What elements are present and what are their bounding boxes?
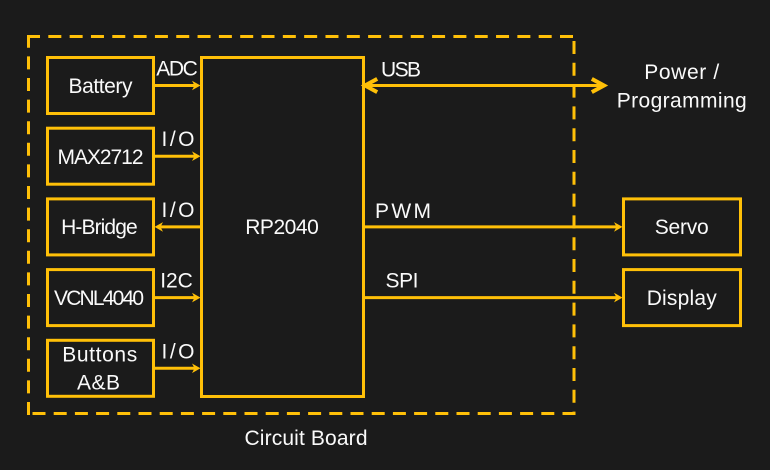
svg-text:A&B: A&B <box>77 372 120 395</box>
svg-text:USB: USB <box>381 58 421 81</box>
svg-text:Programming: Programming <box>617 89 747 112</box>
svg-text:PWM: PWM <box>375 200 431 223</box>
svg-text:H-Bridge: H-Bridge <box>61 216 137 239</box>
svg-text:SPI: SPI <box>386 270 419 293</box>
svg-text:I2C: I2C <box>160 270 193 293</box>
svg-text:MAX2712: MAX2712 <box>58 146 144 169</box>
svg-text:Servo: Servo <box>655 216 709 239</box>
svg-text:Power /: Power / <box>644 61 719 84</box>
svg-text:Circuit Board: Circuit Board <box>245 427 368 450</box>
svg-text:Battery: Battery <box>69 75 134 98</box>
svg-text:ADC: ADC <box>156 57 198 80</box>
svg-text:Display: Display <box>647 287 718 310</box>
svg-text:RP2040: RP2040 <box>245 216 319 239</box>
svg-text:I/O: I/O <box>162 199 195 222</box>
svg-text:I/O: I/O <box>162 340 195 363</box>
svg-text:Buttons: Buttons <box>62 344 137 367</box>
svg-text:I/O: I/O <box>162 128 195 151</box>
svg-text:VCNL4040: VCNL4040 <box>54 287 144 310</box>
